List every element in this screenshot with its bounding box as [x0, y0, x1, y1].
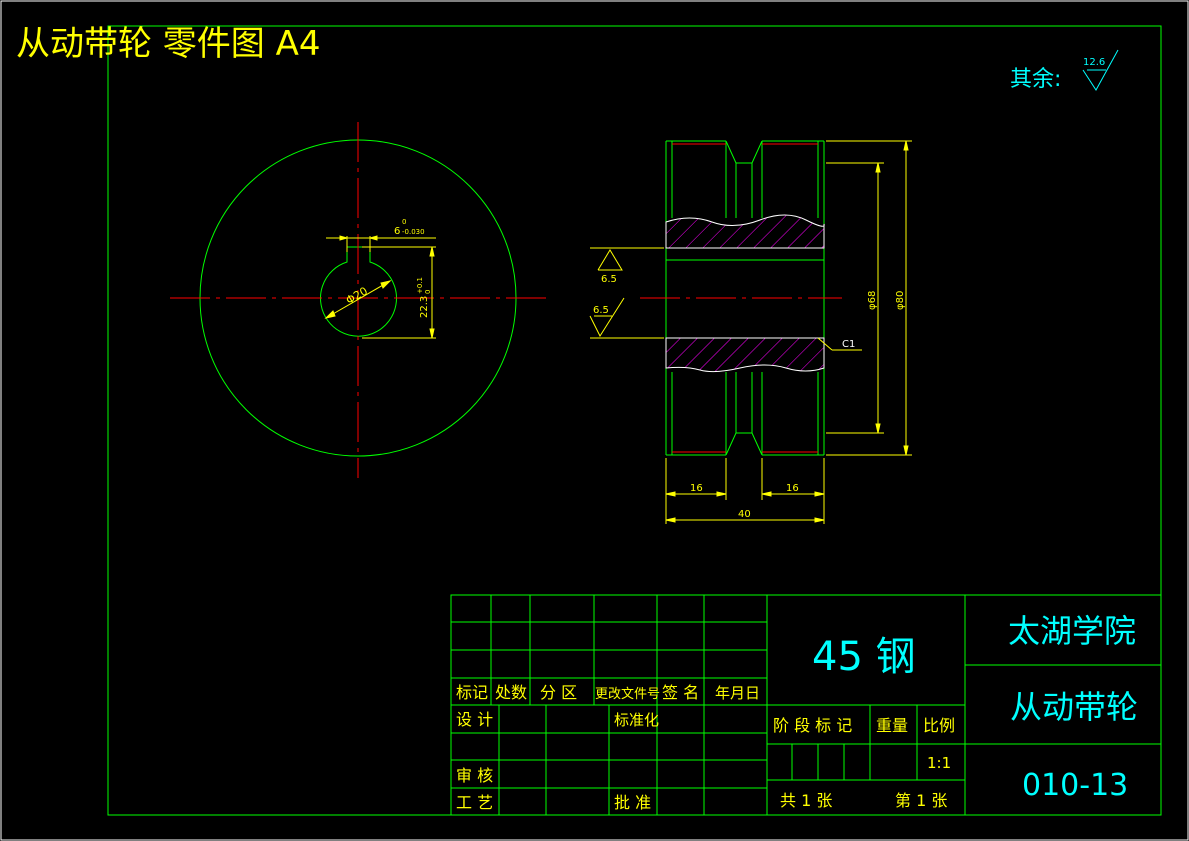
section-view: 6.5 6.5 φ68 φ80 C1 16 16 40 — [589, 140, 912, 524]
roughness-bore-bottom-icon — [589, 297, 625, 338]
keyway-width-tolerance-upper: 0 — [402, 218, 406, 226]
roughness-symbol-icon — [1082, 49, 1119, 91]
end-view: 6 -0.030 0 Φ20 22.3 +0.1 0 — [170, 122, 552, 478]
keyway-depth-tol: +0.1 — [416, 277, 424, 294]
row-stage-mark: 阶 段 标 记 — [773, 716, 852, 735]
row-review: 审 核 — [456, 766, 493, 785]
scale-value: 1:1 — [927, 754, 951, 772]
outer-diameter-label: φ80 — [895, 291, 906, 310]
keyway-width-tolerance: -0.030 — [402, 228, 425, 236]
total-width: 40 — [738, 509, 751, 520]
roughness-bore-top: 6.5 — [601, 274, 617, 285]
part-name: 从动带轮 — [1010, 688, 1138, 726]
rim-right-width: 16 — [786, 483, 799, 494]
groove-diameter-label: φ68 — [867, 291, 878, 310]
row-process: 工 艺 — [456, 793, 493, 812]
roughness-note-prefix: 其余: — [1010, 67, 1061, 92]
roughness-bore-top-icon — [597, 249, 623, 271]
row-weight: 重量 — [876, 716, 908, 735]
chamfer-label: C1 — [842, 339, 855, 350]
row-standard: 标准化 — [614, 711, 659, 729]
roughness-bore-bottom: 6.5 — [593, 305, 609, 316]
rim-left-width: 16 — [690, 483, 703, 494]
school-name: 太湖学院 — [1008, 612, 1136, 650]
bore-diameter-label: Φ20 — [344, 284, 370, 307]
header-sign: 签 名 — [662, 683, 699, 702]
sheet-index: 第 1 张 — [895, 791, 947, 810]
section-hatch-top — [665, 214, 825, 249]
header-change-doc: 更改文件号 — [595, 687, 660, 702]
header-count: 处数 — [495, 683, 527, 702]
row-approve: 批 准 — [614, 793, 651, 812]
row-scale: 比例 — [923, 716, 955, 735]
section-hatch-bottom — [665, 337, 825, 373]
title-block — [450, 594, 1162, 816]
roughness-general-value: 12.6 — [1083, 57, 1105, 68]
row-design: 设 计 — [456, 710, 493, 729]
drawing-title: 从动带轮 零件图 A4 — [16, 24, 321, 64]
drawing-number: 010-13 — [1022, 768, 1128, 803]
header-mark: 标记 — [456, 683, 488, 702]
material-label: 45 钢 — [812, 634, 916, 680]
keyway-depth-value: 22.3 — [419, 296, 430, 318]
bore-with-keyway — [320, 246, 397, 337]
header-zone: 分 区 — [540, 683, 577, 702]
keyway-width-value: 6 — [394, 226, 400, 237]
header-date: 年月日 — [715, 684, 760, 702]
sheets-total: 共 1 张 — [780, 791, 832, 810]
keyway-depth-tol-lower: 0 — [424, 290, 432, 294]
